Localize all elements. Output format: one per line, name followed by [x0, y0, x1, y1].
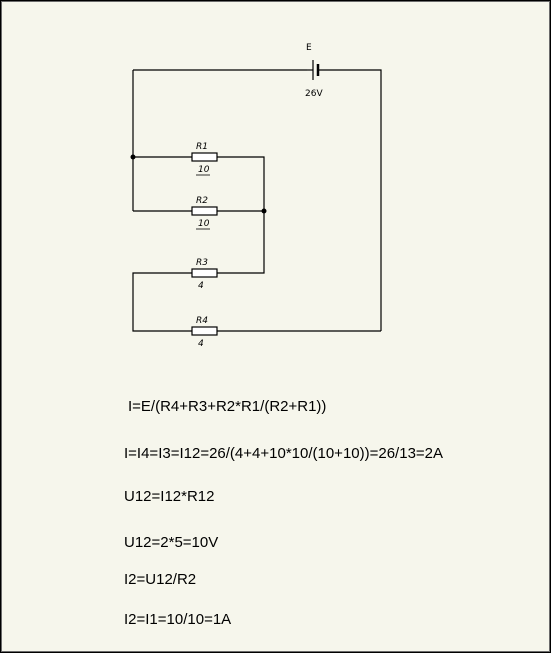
- resistor-r3-value: 4: [198, 281, 204, 291]
- voltage-source-name: E: [306, 43, 312, 53]
- resistor-r2: R2 10: [191, 196, 218, 230]
- resistor-r4-name: R4: [196, 316, 208, 326]
- resistor-r2-name: R2: [196, 196, 208, 206]
- formula-u12-value: U12=2*5=10V: [124, 534, 219, 551]
- resistor-r1-name: R1: [196, 142, 208, 152]
- formula-i2-definition: I2=U12/R2: [124, 571, 197, 588]
- resistor-r4: R4 4: [191, 316, 218, 349]
- wire-top-right: [319, 69, 382, 331]
- resistor-r3: R3 4: [191, 258, 218, 291]
- voltage-source-battery-symbol: E 26V: [305, 43, 323, 99]
- wire-r3: [132, 211, 265, 332]
- junction-node-right: [261, 208, 267, 214]
- formula-current-value: I=I4=I3=I12=26/(4+4+10*10/(10+10))=26/13…: [124, 445, 444, 462]
- resistor-r3-name: R3: [196, 258, 208, 268]
- resistor-r1: R1 10: [191, 142, 218, 176]
- formula-i2-value: I2=I1=10/10=1A: [124, 611, 232, 628]
- junction-node-left: [130, 154, 136, 160]
- wire-r1: [133, 156, 265, 211]
- resistor-r2-value: 10: [198, 219, 210, 229]
- voltage-source-value: 26V: [305, 89, 323, 99]
- resistor-r1-value: 10: [198, 165, 210, 175]
- resistor-r4-value: 4: [198, 339, 204, 349]
- formula-total-current: I=E/(R4+R3+R2*R1/(R2+R1)): [128, 398, 327, 415]
- formula-u12-definition: U12=I12*R12: [124, 488, 215, 505]
